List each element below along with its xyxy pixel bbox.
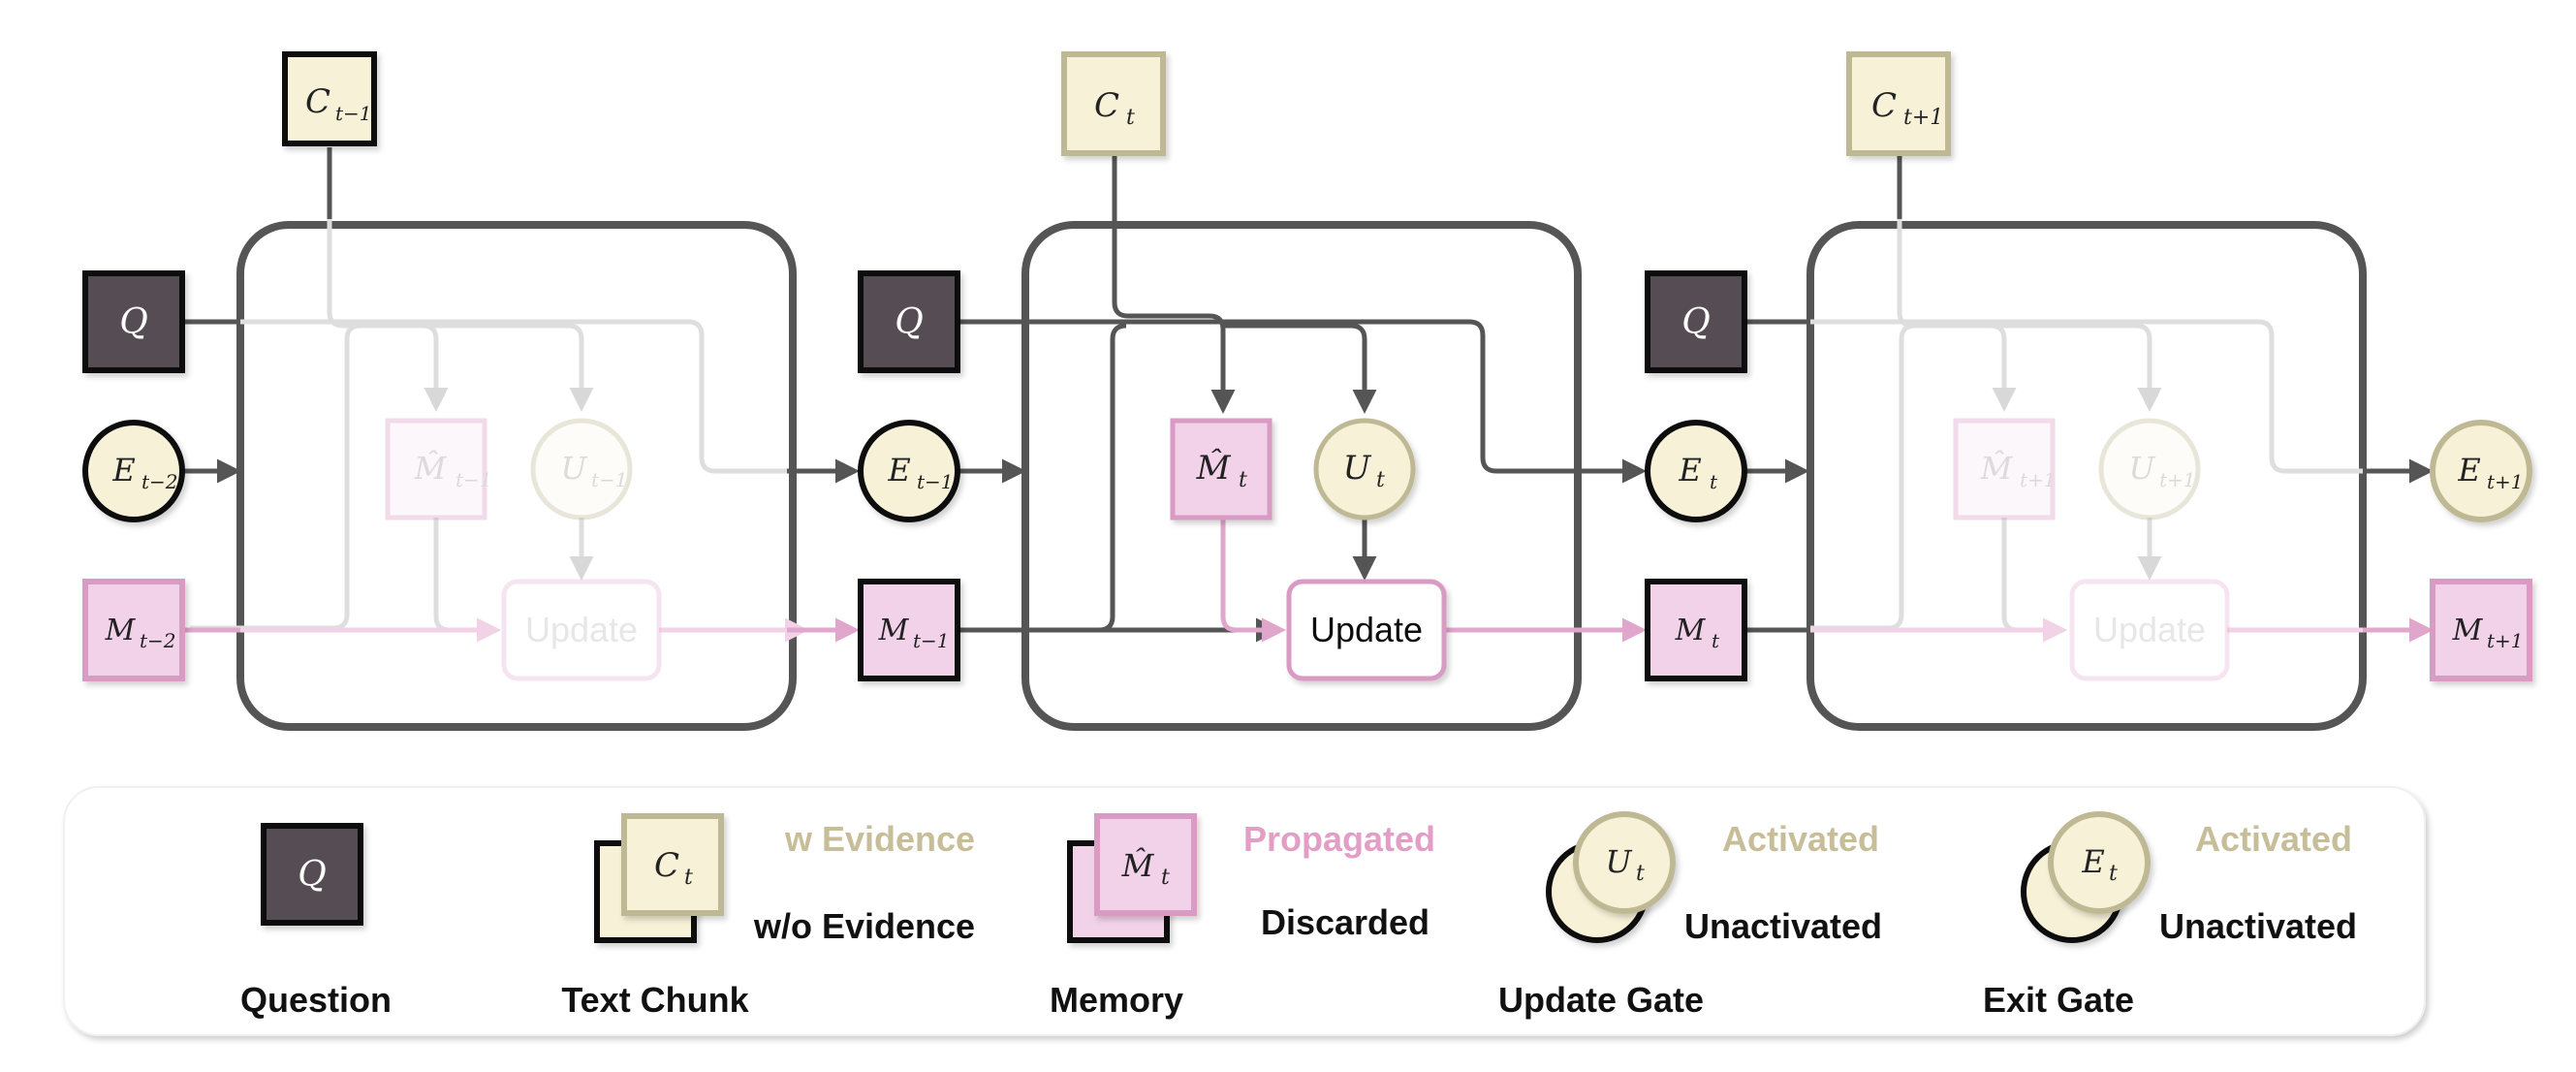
step-1: M̂ t−1 U t−1 Update bbox=[184, 147, 860, 731]
svg-text:M̂: M̂ bbox=[1980, 450, 2014, 487]
svg-text:t: t bbox=[1161, 866, 1170, 890]
svg-text:t: t bbox=[2109, 862, 2118, 886]
step-2-update-box: Update bbox=[1286, 579, 1447, 681]
svg-text:t: t bbox=[1376, 468, 1385, 492]
memory-node-3: M t bbox=[1645, 579, 1747, 681]
svg-text:t−2: t−2 bbox=[141, 470, 178, 493]
memory-node-1: M t−2 bbox=[82, 579, 185, 681]
svg-text:M: M bbox=[878, 614, 910, 647]
svg-text:U: U bbox=[2129, 450, 2156, 487]
svg-text:t−1: t−1 bbox=[591, 468, 628, 491]
chunk-node-3: C t+1 bbox=[1846, 51, 1951, 156]
svg-text:t+1: t+1 bbox=[1903, 106, 1943, 130]
svg-text:C: C bbox=[654, 846, 679, 885]
svg-text:t+1: t+1 bbox=[2487, 470, 2524, 493]
svg-text:Unactivated: Unactivated bbox=[2159, 906, 2357, 946]
svg-text:t+1: t+1 bbox=[2159, 468, 2196, 491]
svg-text:C: C bbox=[1871, 86, 1897, 125]
chunk-node-1: C t−1 bbox=[282, 51, 377, 146]
legend-memory: M̂ t Propagated Discarded Memory bbox=[1050, 813, 1435, 1020]
svg-text:w Evidence: w Evidence bbox=[784, 819, 975, 859]
svg-text:w/o Evidence: w/o Evidence bbox=[753, 906, 975, 946]
svg-text:Update: Update bbox=[525, 610, 638, 649]
memory-node-final: M t+1 bbox=[2430, 579, 2532, 681]
svg-text:t−1: t−1 bbox=[335, 102, 372, 125]
svg-text:Text Chunk: Text Chunk bbox=[561, 980, 749, 1020]
svg-text:M: M bbox=[2452, 614, 2484, 647]
question-node-1: Q bbox=[82, 270, 185, 373]
step-2-mem-hat: M̂ t bbox=[1170, 418, 1272, 520]
step-3: M̂ t+1 U t+1 Update bbox=[1744, 147, 2434, 731]
svg-text:Q: Q bbox=[895, 302, 924, 342]
svg-text:t+1: t+1 bbox=[2487, 629, 2524, 652]
svg-text:t−2: t−2 bbox=[140, 629, 176, 652]
step-3-update-box: Update bbox=[2069, 579, 2230, 681]
question-node-3: Q bbox=[1645, 270, 1747, 373]
legend-question: Q Question bbox=[240, 823, 392, 1020]
svg-text:Unactivated: Unactivated bbox=[1684, 906, 1882, 946]
svg-text:Question: Question bbox=[240, 980, 392, 1020]
svg-text:Activated: Activated bbox=[2195, 819, 2352, 859]
step-2-update-gate: U t bbox=[1313, 418, 1416, 520]
step-1-update-gate: U t−1 bbox=[530, 418, 633, 520]
svg-text:t+1: t+1 bbox=[2020, 468, 2057, 491]
svg-text:Exit Gate: Exit Gate bbox=[1983, 980, 2134, 1020]
svg-text:t−1: t−1 bbox=[913, 629, 950, 652]
legend: Q Question C t w Evidence w/o Evidence T… bbox=[63, 786, 2426, 1036]
svg-text:E: E bbox=[2457, 452, 2480, 489]
svg-text:Update: Update bbox=[2093, 610, 2206, 649]
svg-text:M: M bbox=[105, 614, 137, 647]
svg-text:E: E bbox=[1678, 452, 1701, 489]
svg-text:Q: Q bbox=[119, 302, 148, 342]
svg-text:C: C bbox=[305, 82, 330, 121]
memory-node-2: M t−1 bbox=[858, 579, 960, 681]
svg-text:t: t bbox=[1710, 470, 1718, 493]
svg-text:Memory: Memory bbox=[1050, 980, 1183, 1020]
svg-text:t: t bbox=[1239, 468, 1247, 492]
legend-exit-gate: E t Activated Unactivated Exit Gate bbox=[1983, 811, 2357, 1020]
svg-text:M̂: M̂ bbox=[414, 450, 448, 487]
step-3-update-gate: U t+1 bbox=[2098, 418, 2201, 520]
svg-text:t: t bbox=[1636, 862, 1645, 886]
svg-text:Propagated: Propagated bbox=[1243, 819, 1435, 859]
chunk-node-2: C t bbox=[1061, 51, 1166, 156]
svg-text:Q: Q bbox=[1681, 302, 1711, 342]
svg-text:Q: Q bbox=[298, 855, 327, 895]
exit-gate-node-3: E t bbox=[1645, 420, 1747, 522]
svg-text:t: t bbox=[1126, 106, 1135, 130]
svg-text:t: t bbox=[684, 866, 693, 890]
svg-text:Activated: Activated bbox=[1722, 819, 1879, 859]
exit-gate-node-2: E t−1 bbox=[858, 420, 960, 522]
legend-text-chunk: C t w Evidence w/o Evidence Text Chunk bbox=[561, 813, 975, 1020]
exit-gate-node-final: E t+1 bbox=[2430, 420, 2532, 522]
svg-text:t−1: t−1 bbox=[456, 468, 492, 491]
svg-text:E: E bbox=[2081, 843, 2104, 880]
svg-text:M̂: M̂ bbox=[1196, 448, 1232, 488]
svg-text:t−1: t−1 bbox=[917, 470, 954, 493]
svg-text:U: U bbox=[561, 450, 588, 487]
svg-text:M̂: M̂ bbox=[1121, 847, 1155, 884]
svg-text:U: U bbox=[1606, 843, 1633, 880]
svg-text:M: M bbox=[1675, 614, 1707, 647]
svg-text:Update: Update bbox=[1310, 610, 1423, 649]
step-3-frame bbox=[1806, 221, 2367, 731]
exit-gate-node-1: E t−2 bbox=[82, 420, 185, 522]
svg-text:E: E bbox=[887, 452, 910, 489]
step-1-mem-hat: M̂ t−1 bbox=[385, 418, 492, 520]
svg-text:U: U bbox=[1343, 449, 1372, 488]
legend-update-gate: U t Activated Unactivated Update Gate bbox=[1498, 811, 1882, 1020]
svg-text:t: t bbox=[1712, 629, 1720, 652]
step-1-update-box: Update bbox=[501, 579, 662, 681]
svg-text:C: C bbox=[1094, 86, 1119, 125]
step-2: M̂ t U t Update bbox=[959, 147, 1647, 731]
svg-text:Discarded: Discarded bbox=[1261, 902, 1429, 942]
svg-text:Update Gate: Update Gate bbox=[1498, 980, 1704, 1020]
step-3-mem-hat: M̂ t+1 bbox=[1953, 418, 2057, 520]
svg-text:E: E bbox=[111, 452, 135, 489]
question-node-2: Q bbox=[858, 270, 960, 373]
